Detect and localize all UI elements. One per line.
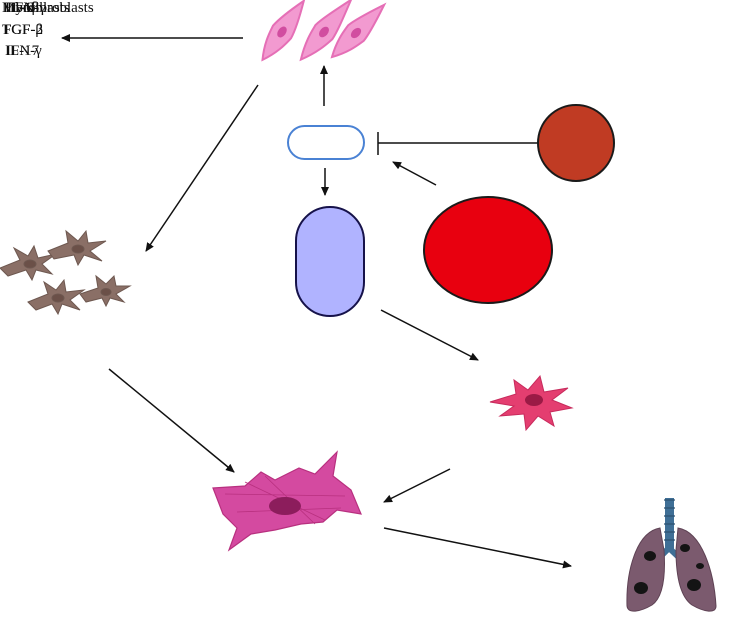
inhibitor-circle [537,104,615,182]
label-il17: IL-17 [5,43,40,59]
spindle-fibroblasts-icon [261,0,387,62]
arrow-to-macrophages [145,84,259,252]
label-il1b: IL-1β [5,0,40,16]
label-fibroblasts: Fibroblasts [3,0,70,16]
arrow-to-activated-cell [380,309,479,361]
label-fgf2: FGF-2 [3,22,44,38]
cytokine-row-ifn: IFN-γ IL-17 [5,43,42,60]
activated-cell-icon [489,374,574,432]
arrow-red-to-capsule [392,161,437,186]
label-tgf-beta: TGF-β [2,22,43,38]
red-ellipse [423,196,553,304]
stellate-cells-icon [0,229,132,316]
label-il6: IL-6 [7,0,34,16]
tall-capsule [295,206,365,317]
myofibroblast-icon [212,450,362,552]
arrow-stellate-to-myofibroblast [108,368,235,473]
label-myofibroblasts: Myofibroblasts [2,0,94,16]
label-ifn-gamma: IFN-γ [6,43,42,59]
label-ifng-top: IFN-γ [10,0,46,16]
arrow-to-lungs [383,527,572,569]
lungs-icon [626,498,717,612]
arrow-activated-to-myofibroblast [383,468,451,503]
cytokine-row-tgf: TGF-β FGF-2 [2,22,43,39]
receptor-capsule [287,125,365,160]
